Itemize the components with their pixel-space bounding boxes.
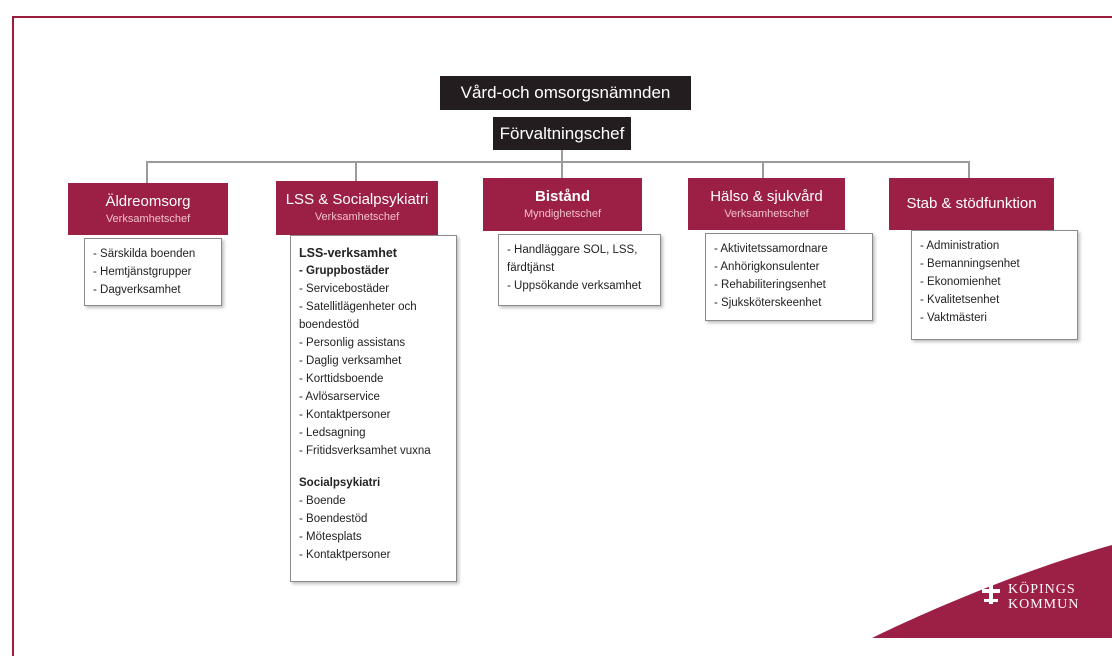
dept-subtitle: Myndighetschef [523, 208, 602, 220]
list-item: - Aktivitetssamordnare [714, 243, 828, 255]
dept-title: Stab & stödfunktion [906, 195, 1037, 212]
list-item: - Gruppbostäder [299, 265, 390, 277]
list-item: - Satellitlägenheter och boendestöd [299, 301, 417, 331]
section-heading: LSS-verksamhet [299, 246, 397, 260]
connector-vertical-main [561, 150, 563, 162]
list-item: - Mötesplats [299, 531, 362, 543]
list-item: - Handläggare SOL, LSS, färdtjänst [507, 244, 638, 274]
list-item: - Ledsagning [299, 427, 366, 439]
dept-subtitle: Verksamhetschef [724, 208, 809, 220]
list-aldreomsorg: - Särskilda boenden - Hemtjänstgrupper -… [84, 238, 222, 306]
list-item: - Bemanningsenhet [920, 258, 1020, 270]
logo-line-1: KÖPINGS [1008, 582, 1076, 597]
connector-drop-1 [146, 161, 148, 183]
dept-title: LSS & Socialpsykiatri [285, 191, 429, 208]
list-item: - Personlig assistans [299, 337, 406, 349]
connector-drop-4 [762, 161, 764, 178]
list-lss: LSS-verksamhet - Gruppbostäder - Service… [290, 235, 457, 582]
dept-subtitle: Verksamhetschef [314, 211, 400, 223]
dept-header-aldreomsorg: Äldreomsorg Verksamhetschef [68, 183, 228, 235]
list-item: - Servicebostäder [299, 283, 390, 295]
chief-box: Förvaltningschef [493, 117, 631, 150]
connector-horizontal [146, 161, 969, 163]
board-box: Vård-och omsorgsnämnden [440, 76, 691, 110]
list-bistand: - Handläggare SOL, LSS, färdtjänst - Upp… [498, 234, 661, 306]
koping-crest-icon [980, 572, 1002, 604]
list-item: - Avlösarservice [299, 391, 380, 403]
list-item: - Boende [299, 495, 346, 507]
list-item: - Kvalitetsenhet [920, 294, 1000, 306]
list-item: - Kontaktpersoner [299, 409, 391, 421]
list-item: - Ekonomienhet [920, 276, 1001, 288]
list-item: - Anhörigkonsulenter [714, 261, 820, 273]
dept-header-lss: LSS & Socialpsykiatri Verksamhetschef [276, 181, 438, 235]
dept-title: Äldreomsorg [105, 193, 191, 210]
list-item: - Hemtjänstgrupper [93, 266, 192, 278]
dept-subtitle: Verksamhetschef [105, 213, 191, 225]
list-item: - Vaktmästeri [920, 312, 987, 324]
logo-line-2: KOMMUN [1008, 597, 1080, 612]
list-item: - Kontaktpersoner [299, 549, 391, 561]
dept-title: Hälso & sjukvård [710, 188, 823, 205]
slide-frame [12, 16, 1112, 656]
connector-drop-3 [561, 161, 563, 178]
list-item: - Boendestöd [299, 513, 368, 525]
list-item: - Rehabiliteringsenhet [714, 279, 826, 291]
list-item: - Uppsökande verksamhet [507, 280, 642, 292]
list-item: - Sjuksköterskeenhet [714, 297, 822, 309]
dept-title: Bistånd [534, 188, 590, 205]
list-item: - Dagverksamhet [93, 284, 181, 296]
list-item: - Särskilda boenden [93, 248, 196, 260]
list-halso: - Aktivitetssamordnare - Anhörigkonsulen… [705, 233, 873, 321]
connector-drop-5 [968, 161, 970, 178]
connector-drop-2 [355, 161, 357, 181]
dept-header-bistand: Bistånd Myndighetschef [483, 178, 642, 231]
dept-header-halso: Hälso & sjukvård Verksamhetschef [688, 178, 845, 230]
list-item: - Fritidsverksamhet vuxna [299, 445, 431, 457]
list-item: - Korttidsboende [299, 373, 384, 385]
list-item: - Daglig verksamhet [299, 355, 402, 367]
list-stab: - Administration - Bemanningsenhet - Eko… [911, 230, 1078, 340]
dept-header-stab: Stab & stödfunktion [889, 178, 1054, 230]
list-item: - Administration [920, 240, 1000, 252]
section-heading: Socialpsykiatri [299, 477, 381, 489]
